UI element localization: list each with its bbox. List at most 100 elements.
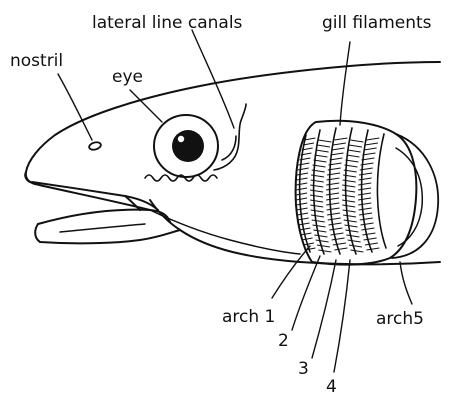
filament-tick bbox=[314, 235, 327, 237]
filament-tick bbox=[334, 138, 347, 140]
filament-tick bbox=[297, 173, 308, 175]
filament-tick bbox=[350, 250, 363, 252]
label-arch-1: arch 1 bbox=[222, 307, 275, 327]
throat-outline bbox=[150, 210, 440, 264]
label-arch-3: 3 bbox=[298, 359, 309, 379]
filament-tick bbox=[358, 183, 371, 185]
filament-tick bbox=[346, 155, 359, 157]
filament-tick bbox=[359, 173, 372, 175]
filament-tick bbox=[365, 243, 378, 245]
filament-tick bbox=[364, 238, 377, 240]
filament-tick bbox=[313, 225, 326, 227]
filament-tick bbox=[366, 138, 379, 140]
filament-tick bbox=[343, 210, 356, 212]
gill-filaments bbox=[296, 128, 386, 254]
filament-tick bbox=[317, 145, 330, 147]
filament-tick bbox=[316, 240, 329, 242]
filament-tick bbox=[358, 203, 371, 205]
filament-tick bbox=[326, 188, 339, 190]
label-lateral-line-canals: lateral line canals bbox=[92, 13, 243, 33]
filament-tick bbox=[296, 193, 307, 195]
filament-tick bbox=[332, 238, 345, 240]
filament-tick bbox=[327, 208, 340, 210]
filament-tick bbox=[303, 243, 314, 245]
filament-tick bbox=[342, 195, 355, 197]
filament-tick bbox=[297, 178, 308, 180]
filament-tick bbox=[333, 143, 346, 145]
filament-tick bbox=[342, 200, 355, 202]
filament-tick bbox=[360, 218, 373, 220]
nostril bbox=[88, 141, 101, 151]
filament-tick bbox=[326, 193, 339, 195]
filament-tick bbox=[366, 248, 379, 250]
label-gill-filaments: gill filaments bbox=[322, 13, 432, 33]
filament-tick bbox=[317, 245, 330, 247]
filament-tick bbox=[344, 220, 357, 222]
filament-tick bbox=[310, 195, 323, 197]
filament-tick bbox=[364, 148, 377, 150]
filament-tick bbox=[348, 150, 361, 152]
filament-tick bbox=[318, 140, 331, 142]
filament-tick bbox=[342, 190, 355, 192]
mouth bbox=[32, 182, 180, 243]
filament-tick bbox=[349, 145, 362, 147]
filament-tick bbox=[334, 248, 347, 250]
filament-tick bbox=[333, 243, 346, 245]
filament-tick bbox=[314, 155, 327, 157]
filament-tick bbox=[311, 180, 324, 182]
filament-tick bbox=[348, 240, 361, 242]
filament-tick bbox=[362, 233, 375, 235]
filament-tick bbox=[311, 215, 324, 217]
filament-tick bbox=[361, 228, 374, 230]
filament-tick bbox=[329, 228, 342, 230]
filament-tick bbox=[349, 245, 362, 247]
label-arch-5: arch5 bbox=[376, 309, 424, 329]
filament-tick bbox=[365, 143, 378, 145]
filament-tick bbox=[343, 180, 356, 182]
filament-tick bbox=[358, 193, 371, 195]
eye bbox=[154, 115, 218, 177]
label-arch-4: 4 bbox=[326, 377, 337, 397]
filament-tick bbox=[296, 198, 307, 200]
filament-tick bbox=[302, 238, 313, 240]
filament-tick bbox=[310, 200, 323, 202]
filament-tick bbox=[300, 233, 311, 235]
filament-tick bbox=[310, 185, 323, 187]
filament-tick bbox=[342, 185, 355, 187]
filament-tick bbox=[296, 183, 307, 185]
filament-tick bbox=[342, 205, 355, 207]
filament-tick bbox=[330, 153, 343, 155]
filament-tick bbox=[350, 140, 363, 142]
filament-tick bbox=[326, 183, 339, 185]
filament-tick bbox=[328, 218, 341, 220]
filament-tick bbox=[316, 150, 329, 152]
filament-tick bbox=[330, 233, 343, 235]
filament-tick bbox=[298, 168, 309, 170]
filament-tick bbox=[358, 188, 371, 190]
filament-tick bbox=[359, 178, 372, 180]
filament-tick bbox=[343, 215, 356, 217]
filament-tick bbox=[345, 225, 358, 227]
filament-tick bbox=[310, 205, 323, 207]
label-arch-2: 2 bbox=[278, 331, 289, 351]
filament-tick bbox=[297, 208, 308, 210]
filament-tick bbox=[296, 203, 307, 205]
filament-tick bbox=[346, 235, 359, 237]
filament-tick bbox=[361, 223, 374, 225]
filament-tick bbox=[359, 213, 372, 215]
filament-tick bbox=[358, 198, 371, 200]
filament-tick bbox=[312, 220, 325, 222]
filament-tick bbox=[327, 213, 340, 215]
label-eye: eye bbox=[112, 67, 143, 87]
filament-tick bbox=[326, 198, 339, 200]
filament-tick bbox=[311, 210, 324, 212]
filament-tick bbox=[310, 190, 323, 192]
filament-tick bbox=[304, 138, 315, 140]
filament-tick bbox=[297, 213, 308, 215]
filament-tick bbox=[329, 223, 342, 225]
filament-tick bbox=[327, 178, 340, 180]
filament-tick bbox=[332, 148, 345, 150]
label-nostril: nostril bbox=[10, 51, 63, 71]
filament-tick bbox=[298, 218, 309, 220]
